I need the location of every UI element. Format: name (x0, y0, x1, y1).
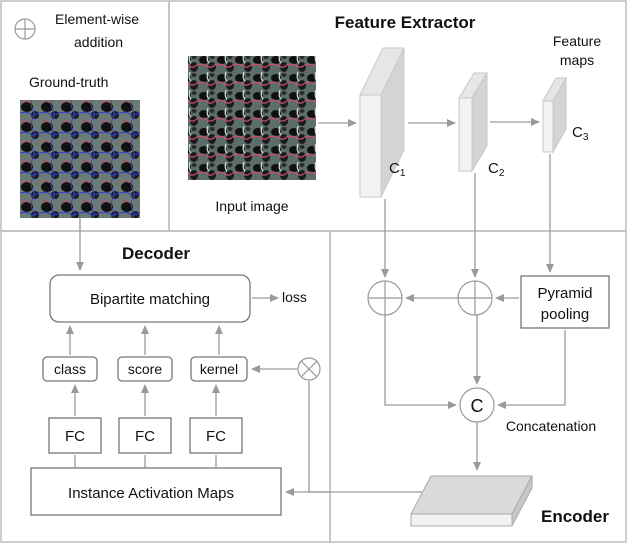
fc-box-2 (118, 417, 172, 454)
fc-label-2: FC (135, 428, 155, 445)
input-image (188, 56, 316, 180)
bipartite-matching-label: Bipartite matching (90, 291, 210, 308)
feature-map-c1 (359, 47, 405, 198)
pyramid-pooling-box (520, 275, 610, 329)
feature-map-c3 (542, 76, 567, 154)
legend-label-1: Element-wise (55, 11, 139, 27)
encoder-panel (329, 230, 627, 543)
encoder-output-feature (410, 475, 533, 527)
concatenation-label: Concatenation (506, 418, 596, 434)
decoder-title: Decoder (122, 244, 190, 263)
bipartite-matching-box (49, 274, 251, 323)
feature-extractor-title: Feature Extractor (335, 13, 476, 32)
addition-node-1 (367, 280, 403, 316)
legend-label-2: addition (74, 34, 123, 50)
fc-box-3 (189, 417, 243, 454)
feature-map-c2 (458, 71, 488, 173)
class-box (42, 356, 98, 382)
decoder-arrows (66, 218, 430, 496)
input-image-label: Input image (215, 198, 288, 214)
feature-maps-label-2: maps (560, 52, 594, 68)
fc-label-1: FC (65, 428, 85, 445)
fc-box-1 (48, 417, 102, 454)
extractor-arrows (318, 118, 540, 127)
pyramid-pooling-label-2: pooling (541, 306, 589, 323)
c1-label: C1 (389, 160, 406, 179)
c2-label: C2 (488, 160, 505, 179)
element-wise-multiply-icon (297, 357, 321, 381)
encoder-title: Encoder (541, 507, 609, 526)
kernel-label: kernel (200, 361, 238, 377)
instance-activation-maps-box (30, 467, 282, 516)
ground-truth-label: Ground-truth (29, 74, 108, 90)
score-box (117, 356, 173, 382)
class-label: class (54, 361, 86, 377)
feature-maps-label-1: Feature (553, 33, 601, 49)
pyramid-pooling-label-1: Pyramid (537, 285, 592, 302)
loss-label: loss (282, 289, 307, 305)
c3-label: C3 (572, 124, 589, 143)
addition-node-2 (457, 280, 493, 316)
instance-activation-maps-label: Instance Activation Maps (68, 485, 234, 502)
concatenation-symbol: C (471, 396, 484, 416)
fc-label-3: FC (206, 428, 226, 445)
ground-truth-image (20, 100, 140, 218)
element-wise-addition-icon (14, 18, 36, 40)
score-label: score (128, 361, 162, 377)
encoder-arrows (381, 154, 566, 471)
kernel-box (190, 356, 248, 382)
